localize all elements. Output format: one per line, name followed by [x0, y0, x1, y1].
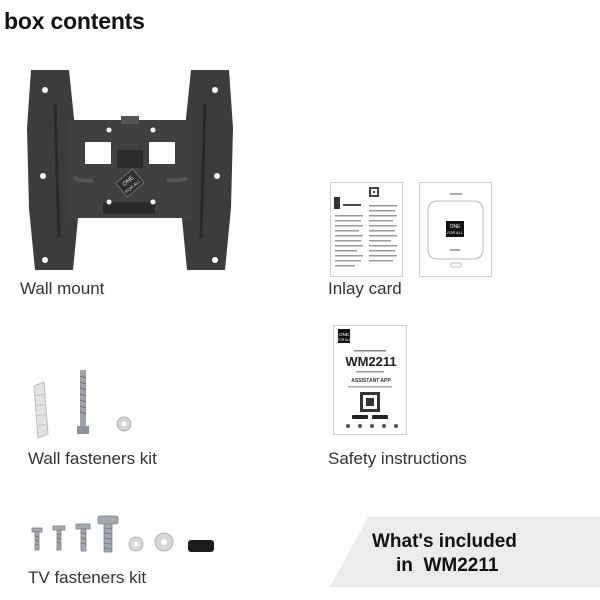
inlay-card-back-image: ONE FOR ALL	[419, 182, 492, 277]
inlay-card-front-image	[330, 182, 403, 277]
safety-instructions-label: Safety instructions	[328, 449, 467, 468]
whats-included-banner: What's included in WM2211	[330, 517, 600, 587]
tv-fasteners-label: TV fasteners kit	[28, 568, 147, 587]
banner-line-2: in WM2211	[396, 555, 499, 576]
svg-text:FOR ALL: FOR ALL	[447, 231, 463, 235]
wall-fasteners-image	[33, 370, 132, 439]
svg-text:ONE: ONE	[339, 332, 349, 337]
tv-fasteners-image	[31, 515, 214, 553]
manual-app-text: ASSISTANT APP	[351, 378, 391, 384]
wall-mount-label: Wall mount	[20, 279, 105, 298]
safety-manual-image: ONE FOR ALL WM2211 ASSISTANT APP	[333, 325, 407, 435]
wall-mount-image: ONE FOR ALL	[27, 70, 233, 270]
banner-line-1: What's included	[372, 531, 517, 552]
svg-text:ONE: ONE	[450, 224, 462, 230]
wall-fasteners-label: Wall fasteners kit	[28, 449, 157, 468]
inlay-card-label: Inlay card	[328, 279, 402, 298]
svg-text:FOR ALL: FOR ALL	[337, 338, 350, 342]
manual-model-text: WM2211	[345, 354, 397, 369]
page-title: box contents	[4, 8, 145, 34]
